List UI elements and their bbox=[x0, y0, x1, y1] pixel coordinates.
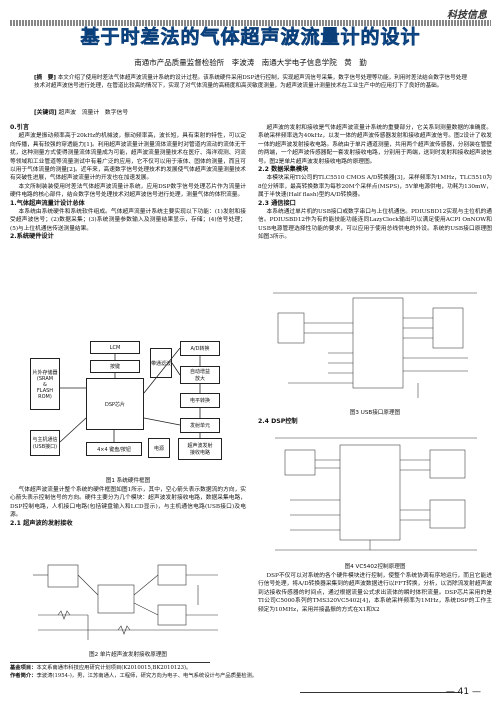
dsp-circuit bbox=[275, 437, 477, 551]
right-column-top: 超声波的发射和接收是气体超声波流量计系统的重要部分，它关系到测量数据的准确度。系… bbox=[258, 124, 492, 242]
keypad-block: 按键 bbox=[90, 360, 140, 373]
keywords-label: [关键词] bbox=[34, 110, 57, 116]
section-2-2-heading: 2.2 数据采集模块 bbox=[258, 166, 309, 174]
section-2-heading: 2.系统硬件设计 bbox=[10, 233, 54, 241]
footnote-fund: 基金项目：本文系南通市科技应用研究计划项目(K2010015,BK2010123… bbox=[10, 664, 490, 672]
figure-2-circuit bbox=[28, 555, 224, 647]
figure-1-diagram: 片外存储器 (SRAM & FLASH ROM) LCM 按键 DSP芯片 带通… bbox=[28, 338, 226, 473]
paragraph: DSP不仅可以对系统的各个硬件模块进行控制，使整个系统协调有序地运行，而且它能进… bbox=[258, 573, 492, 613]
abstract-text: 本文介绍了使用时差法气体超声波流量计系统的设计过程。该系统硬件采用DSP进行控制… bbox=[34, 75, 467, 90]
left-column-top: 0.引言 超声波是振动频率高于20kHz的机械波，振动频率高，波长短，具有束射的… bbox=[10, 124, 246, 242]
lcm-block: LCM bbox=[90, 341, 140, 354]
figure-1-arrows bbox=[59, 347, 201, 443]
page-number: — 41 — bbox=[445, 687, 481, 697]
paper-title: 基于时差法的气体超声波流量计的设计 bbox=[80, 26, 421, 49]
paragraph: 本系统由系统硬件和系统软件组成。气体超声流量计系统主要实现以下功能：(1)发射和… bbox=[10, 209, 246, 232]
circuit-schematic bbox=[33, 564, 218, 640]
figure-2-caption: 图2 单片超声波发射接收原理图 bbox=[88, 652, 168, 658]
keyboard-block: 4×4 键盘/按钮 bbox=[86, 442, 142, 456]
sensor-block: 超声波发射 接收电路 bbox=[178, 438, 222, 460]
paragraph: 本模块采用TI公司的TLC5510 CMOS A/D转换器[3]，采样频率为1M… bbox=[258, 175, 492, 199]
authors: 南通市产品质量监督检验所 李波涛 南通大学电子信息学院 黄 勤 bbox=[134, 58, 367, 67]
gain-block: 自动增益 放大 bbox=[180, 366, 220, 384]
figure-4-dsp-schematic bbox=[270, 430, 482, 560]
section-2-4-heading: 2.4 DSP控制 bbox=[258, 418, 298, 425]
header-tag: 科技信息 bbox=[447, 10, 487, 21]
dsp-block: DSP芯片 bbox=[86, 378, 144, 430]
transmit-block: 发射单元 bbox=[180, 418, 220, 433]
abstract-label: [摘 要] bbox=[34, 75, 56, 81]
fund-label: 基金项目： bbox=[10, 665, 37, 671]
usb-comm-block: 与主机通信 (USB接口) bbox=[30, 430, 60, 456]
paragraph: 本文所制装装使用时差法气体超声波流量计系统，应用DSP数字信号处理芯片作为流量计… bbox=[10, 183, 246, 199]
level-shift-block: 电平转换 bbox=[180, 393, 220, 408]
external-memory-block: 片外存储器 (SRAM & FLASH ROM) bbox=[30, 358, 60, 410]
footnote-author: 作者简介：李波涛(1954-)，男，江苏南通人，工程师，研究方向为电子、电气系统… bbox=[10, 672, 490, 680]
figure-1-caption: 图1 系统硬件框图 bbox=[105, 478, 151, 484]
ad-block: A/D转换 bbox=[180, 341, 220, 356]
footnote-rule bbox=[10, 662, 210, 663]
page-number-rule bbox=[300, 692, 460, 693]
section-0-heading: 0.引言 bbox=[10, 124, 30, 131]
right-column-bottom: DSP不仅可以对系统的各个硬件模块进行控制，使整个系统协调有序地运行，而且它能进… bbox=[258, 572, 492, 614]
author-text: 李波涛(1954-)，男，江苏南通人，工程师，研究方向为电子、电气系统设计与产品… bbox=[36, 673, 258, 679]
keywords-text: 超声波 流量计 数字信号 bbox=[58, 110, 129, 116]
figure-3-usb-schematic bbox=[268, 283, 482, 405]
figure-4-caption: 图4 VC5402控制原理图 bbox=[344, 564, 406, 570]
header-rule bbox=[10, 20, 491, 26]
power-block: 电源 bbox=[148, 438, 170, 458]
paragraph: 气体超声波流量计整个系统的硬件框图如图1所示，其中，空心箭头表示数据流的方向，实… bbox=[10, 487, 246, 519]
abstract: [摘 要] 本文介绍了使用时差法气体超声波流量计系统的设计过程。该系统硬件采用D… bbox=[34, 74, 470, 90]
section-2-1-heading: 2.1 超声波的发射接收 bbox=[10, 519, 73, 527]
paragraph: 超声波是振动频率高于20kHz的机械波，振动频率高，波长短，具有束射的特性，可以… bbox=[10, 133, 246, 182]
filter-block: 带通滤波 bbox=[150, 348, 172, 378]
paragraph: 超声波的发射和接收是气体超声波流量计系统的重要部分，它关系到测量数据的准确度。系… bbox=[258, 125, 492, 165]
figure-3-caption: 图3 USB接口原理图 bbox=[349, 410, 401, 416]
author-label: 作者简介： bbox=[10, 673, 37, 679]
section-1-heading: 1.气体超声流量计设计总体 bbox=[10, 199, 85, 207]
section-2-3-heading: 2.3 通信接口 bbox=[258, 199, 296, 207]
paragraph: 本系统通过单片机的USB接口或数字串口与上位机通信。PDIUSBD12实现与主位… bbox=[258, 209, 492, 241]
left-column-mid: 气体超声波流量计整个系统的硬件框图如图1所示，其中，空心箭头表示数据流的方向，实… bbox=[10, 486, 246, 528]
fund-text: 本文系南通市科技应用研究计划项目(K2010015,BK2010123)。 bbox=[36, 665, 192, 671]
usb-circuit bbox=[273, 292, 477, 398]
right-column-mid: 2.4 DSP控制 bbox=[258, 418, 492, 426]
keywords: [关键词] 超声波 流量计 数字信号 bbox=[34, 107, 128, 116]
